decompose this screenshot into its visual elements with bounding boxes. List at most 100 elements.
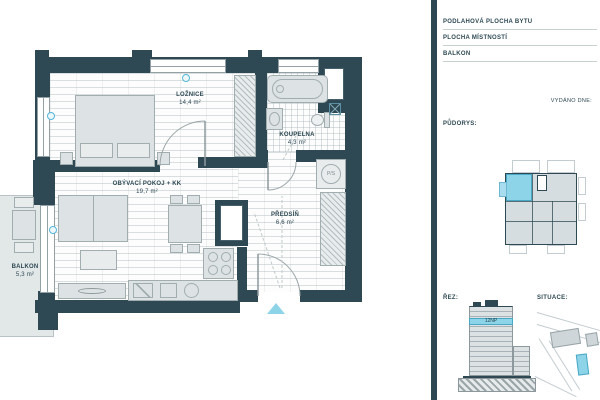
nightstand bbox=[60, 152, 73, 165]
washer-drum-icon bbox=[321, 164, 341, 184]
wall-right bbox=[345, 57, 362, 302]
neighbor-building bbox=[585, 332, 599, 347]
wall-bathroom-south-left bbox=[255, 150, 268, 162]
wall-bedroom-south-right bbox=[198, 157, 268, 168]
mini-wall-line bbox=[552, 201, 553, 244]
mini-wall-line bbox=[532, 174, 533, 244]
section-tower bbox=[469, 306, 513, 376]
bathroom-window bbox=[278, 59, 319, 73]
room-area: 5,3 m² bbox=[15, 271, 35, 278]
field-label-room-area: PLOCHA MÍSTNOSTÍ bbox=[443, 35, 508, 41]
hallway-wardrobe bbox=[320, 192, 346, 266]
floor-plan: P/S bbox=[0, 50, 362, 337]
wall-bottom-left-chunk bbox=[38, 300, 58, 330]
bedroom-wardrobe bbox=[234, 75, 256, 157]
section-parapet bbox=[485, 300, 498, 306]
field-label-floor-area: PODLAHOVÁ PLOCHA BYTU bbox=[443, 19, 533, 25]
floorplan-heading: PŮDORYS: bbox=[443, 121, 477, 127]
entrance-arrow-icon bbox=[267, 303, 285, 314]
situation-heading: SITUACE: bbox=[537, 295, 568, 301]
field-label-balcony: BALKON bbox=[443, 51, 471, 57]
road-line bbox=[534, 376, 577, 398]
hob-burner bbox=[208, 252, 218, 262]
bathtub-drain bbox=[276, 85, 284, 93]
room-name: PŘEDSÍŇ bbox=[270, 212, 300, 218]
coffee-table bbox=[80, 250, 117, 270]
neighbor-building bbox=[549, 327, 582, 349]
toilet-bowl bbox=[311, 114, 324, 126]
field-rule bbox=[443, 29, 597, 30]
section-diagram: 12NP bbox=[455, 298, 540, 396]
sensor-icon bbox=[47, 112, 55, 120]
balcony-chair bbox=[14, 242, 34, 253]
mini-balcony bbox=[578, 203, 586, 221]
kitchen-cabinet bbox=[160, 283, 177, 298]
hob-burner bbox=[221, 265, 231, 275]
section-floor-label: 12NP bbox=[484, 318, 498, 324]
room-area: 19,7 m² bbox=[136, 188, 158, 195]
subject-building bbox=[575, 353, 590, 376]
bed-pillow bbox=[117, 143, 150, 158]
mini-balcony bbox=[578, 177, 586, 195]
mini-stair-core bbox=[537, 175, 547, 191]
mini-balcony bbox=[547, 160, 575, 173]
room-area: 4,3 m² bbox=[287, 139, 307, 146]
wall-living-hall bbox=[237, 247, 247, 302]
sensor-icon bbox=[182, 74, 190, 82]
bedroom-window bbox=[150, 59, 226, 73]
hob-burner bbox=[221, 252, 231, 262]
room-label-loznice: LOŽNICE 14,4 m² bbox=[150, 92, 230, 108]
wall-top-notch bbox=[35, 50, 49, 58]
sensor-icon bbox=[49, 226, 57, 234]
room-area: 6,6 m² bbox=[275, 219, 295, 226]
dining-chair bbox=[187, 195, 200, 204]
toilet-tank bbox=[324, 112, 330, 128]
hob-burner bbox=[208, 265, 218, 275]
section-ground-hatch bbox=[458, 378, 536, 392]
mini-highlighted-unit bbox=[506, 174, 532, 201]
wall-top-notch bbox=[248, 50, 262, 58]
mini-balcony bbox=[509, 245, 527, 254]
sink-bowl bbox=[269, 112, 280, 126]
room-name: KOUPELNA bbox=[279, 132, 315, 138]
issued-date-label: VYDÁNO DNE: bbox=[550, 98, 592, 104]
room-name: OBÝVACÍ POKOJ + KK bbox=[112, 181, 182, 187]
mini-floorplan bbox=[492, 155, 592, 259]
kitchen-tall-unit-inner bbox=[220, 205, 243, 241]
room-area: 14,4 m² bbox=[179, 99, 201, 106]
mini-wall-line bbox=[506, 221, 576, 222]
room-name: BALKON bbox=[11, 264, 39, 270]
nightstand bbox=[157, 152, 170, 165]
balcony-chair bbox=[14, 197, 34, 208]
field-rule bbox=[443, 45, 597, 46]
sofa-cushion-line bbox=[93, 196, 94, 241]
section-highlighted-floor: 12NP bbox=[469, 318, 513, 325]
dishwasher bbox=[133, 283, 153, 298]
room-label-koupelna: KOUPELNA 4,3 m² bbox=[260, 132, 334, 148]
room-label-predsin: PŘEDSÍŇ 6,6 m² bbox=[250, 212, 320, 228]
dining-chair bbox=[187, 244, 200, 253]
dining-chair bbox=[170, 244, 183, 253]
mini-wall-line bbox=[506, 201, 576, 202]
bedroom-side-window bbox=[37, 97, 50, 157]
balcony-table bbox=[12, 210, 36, 240]
washer-label: P/S bbox=[326, 171, 336, 177]
bed-pillow bbox=[80, 143, 113, 158]
section-heading: ŘEZ: bbox=[443, 295, 459, 301]
room-name: LOŽNICE bbox=[176, 92, 204, 98]
panel-divider bbox=[431, 0, 437, 400]
dining-table bbox=[168, 205, 202, 243]
room-label-obyvaci: OBÝVACÍ POKOJ + KK 19,7 m² bbox=[87, 181, 207, 197]
kitchen-counter bbox=[128, 280, 238, 301]
mini-unit-balcony bbox=[499, 182, 507, 197]
dining-chair bbox=[170, 195, 183, 204]
section-parapet bbox=[473, 302, 481, 306]
kitchen-sink bbox=[184, 283, 199, 298]
field-rule bbox=[443, 61, 597, 62]
wall-bottom bbox=[35, 300, 240, 313]
section-baseline bbox=[463, 376, 531, 378]
bathtub-inner bbox=[272, 79, 323, 99]
balcony-door-window bbox=[40, 205, 55, 293]
mini-balcony bbox=[547, 245, 565, 254]
